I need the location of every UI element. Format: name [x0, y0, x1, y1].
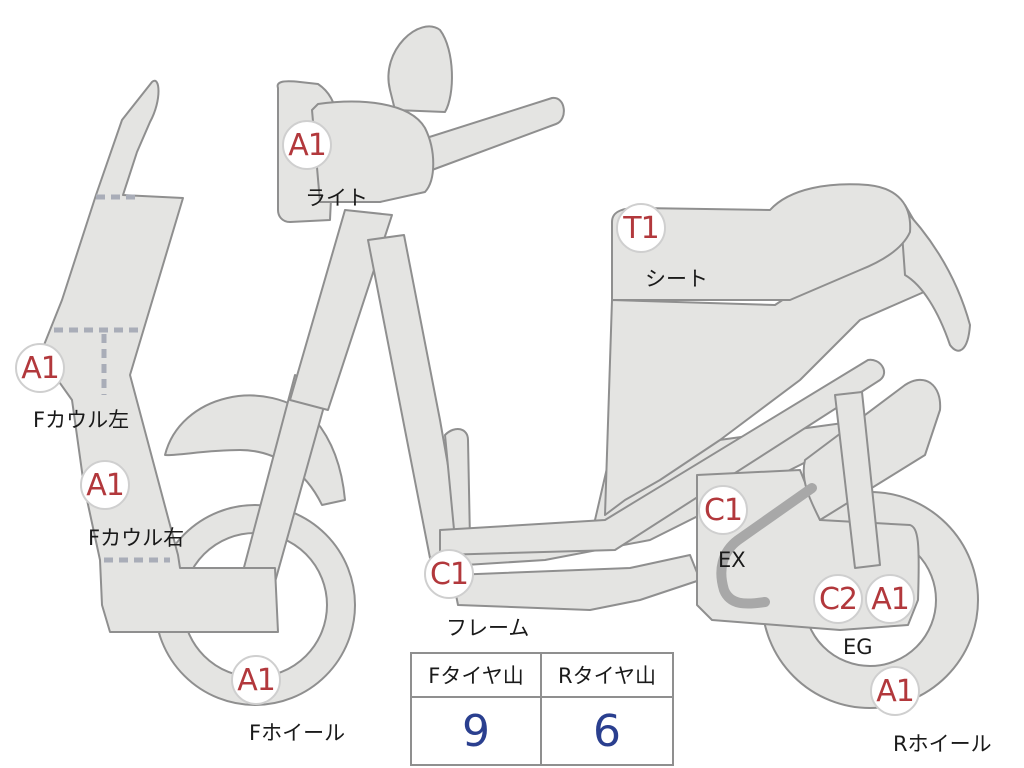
- rear-tail[interactable]: [899, 204, 971, 352]
- exhaust-pipe[interactable]: [716, 483, 817, 609]
- handlebar[interactable]: [419, 96, 565, 171]
- rear-tyre-value: 6: [593, 705, 621, 757]
- seat-label: シート: [645, 267, 708, 291]
- engine-label: EG: [843, 635, 873, 659]
- engine-code-badge-a1[interactable]: A1: [865, 574, 915, 624]
- engine-cover[interactable]: [802, 379, 942, 521]
- frame-code-badge[interactable]: C1: [424, 549, 474, 599]
- seat-code-badge[interactable]: T1: [616, 203, 666, 253]
- front-tyre-value: 9: [412, 698, 542, 764]
- rear-shock[interactable]: [834, 391, 881, 569]
- rear-tyre-header: Rタイヤ山: [542, 654, 672, 698]
- front-body-panel[interactable]: [367, 234, 463, 559]
- frame-lower[interactable]: [451, 554, 701, 611]
- f-cowl-right-label: Fカウル右: [88, 526, 185, 550]
- f-cowl-left-code-badge[interactable]: A1: [15, 343, 65, 393]
- frame-label: フレーム: [446, 616, 530, 640]
- exhaust-code-badge[interactable]: C1: [698, 485, 748, 535]
- engine-block[interactable]: [696, 469, 920, 631]
- r-wheel-label: Rホイール: [893, 732, 992, 756]
- light-code-badge[interactable]: A1: [282, 120, 332, 170]
- f-cowl-left-label: Fカウル左: [33, 408, 130, 432]
- windshield[interactable]: [387, 25, 453, 113]
- exhaust-label: EX: [718, 548, 746, 572]
- f-cowl-right-code-badge[interactable]: A1: [80, 460, 130, 510]
- steering-column[interactable]: [289, 209, 393, 411]
- f-wheel-label: Fホイール: [249, 721, 346, 745]
- handlebar-cover[interactable]: [311, 100, 435, 203]
- f-wheel-code-badge[interactable]: A1: [231, 655, 281, 705]
- engine-code-badge-c2[interactable]: C2: [813, 574, 863, 624]
- tyre-tread-table: Fタイヤ山 Rタイヤ山 9 6: [410, 652, 674, 766]
- front-tyre-header: Fタイヤ山: [412, 654, 542, 698]
- frame-rail[interactable]: [439, 358, 886, 556]
- r-wheel-code-badge[interactable]: A1: [870, 666, 920, 716]
- light-label: ライト: [305, 186, 368, 210]
